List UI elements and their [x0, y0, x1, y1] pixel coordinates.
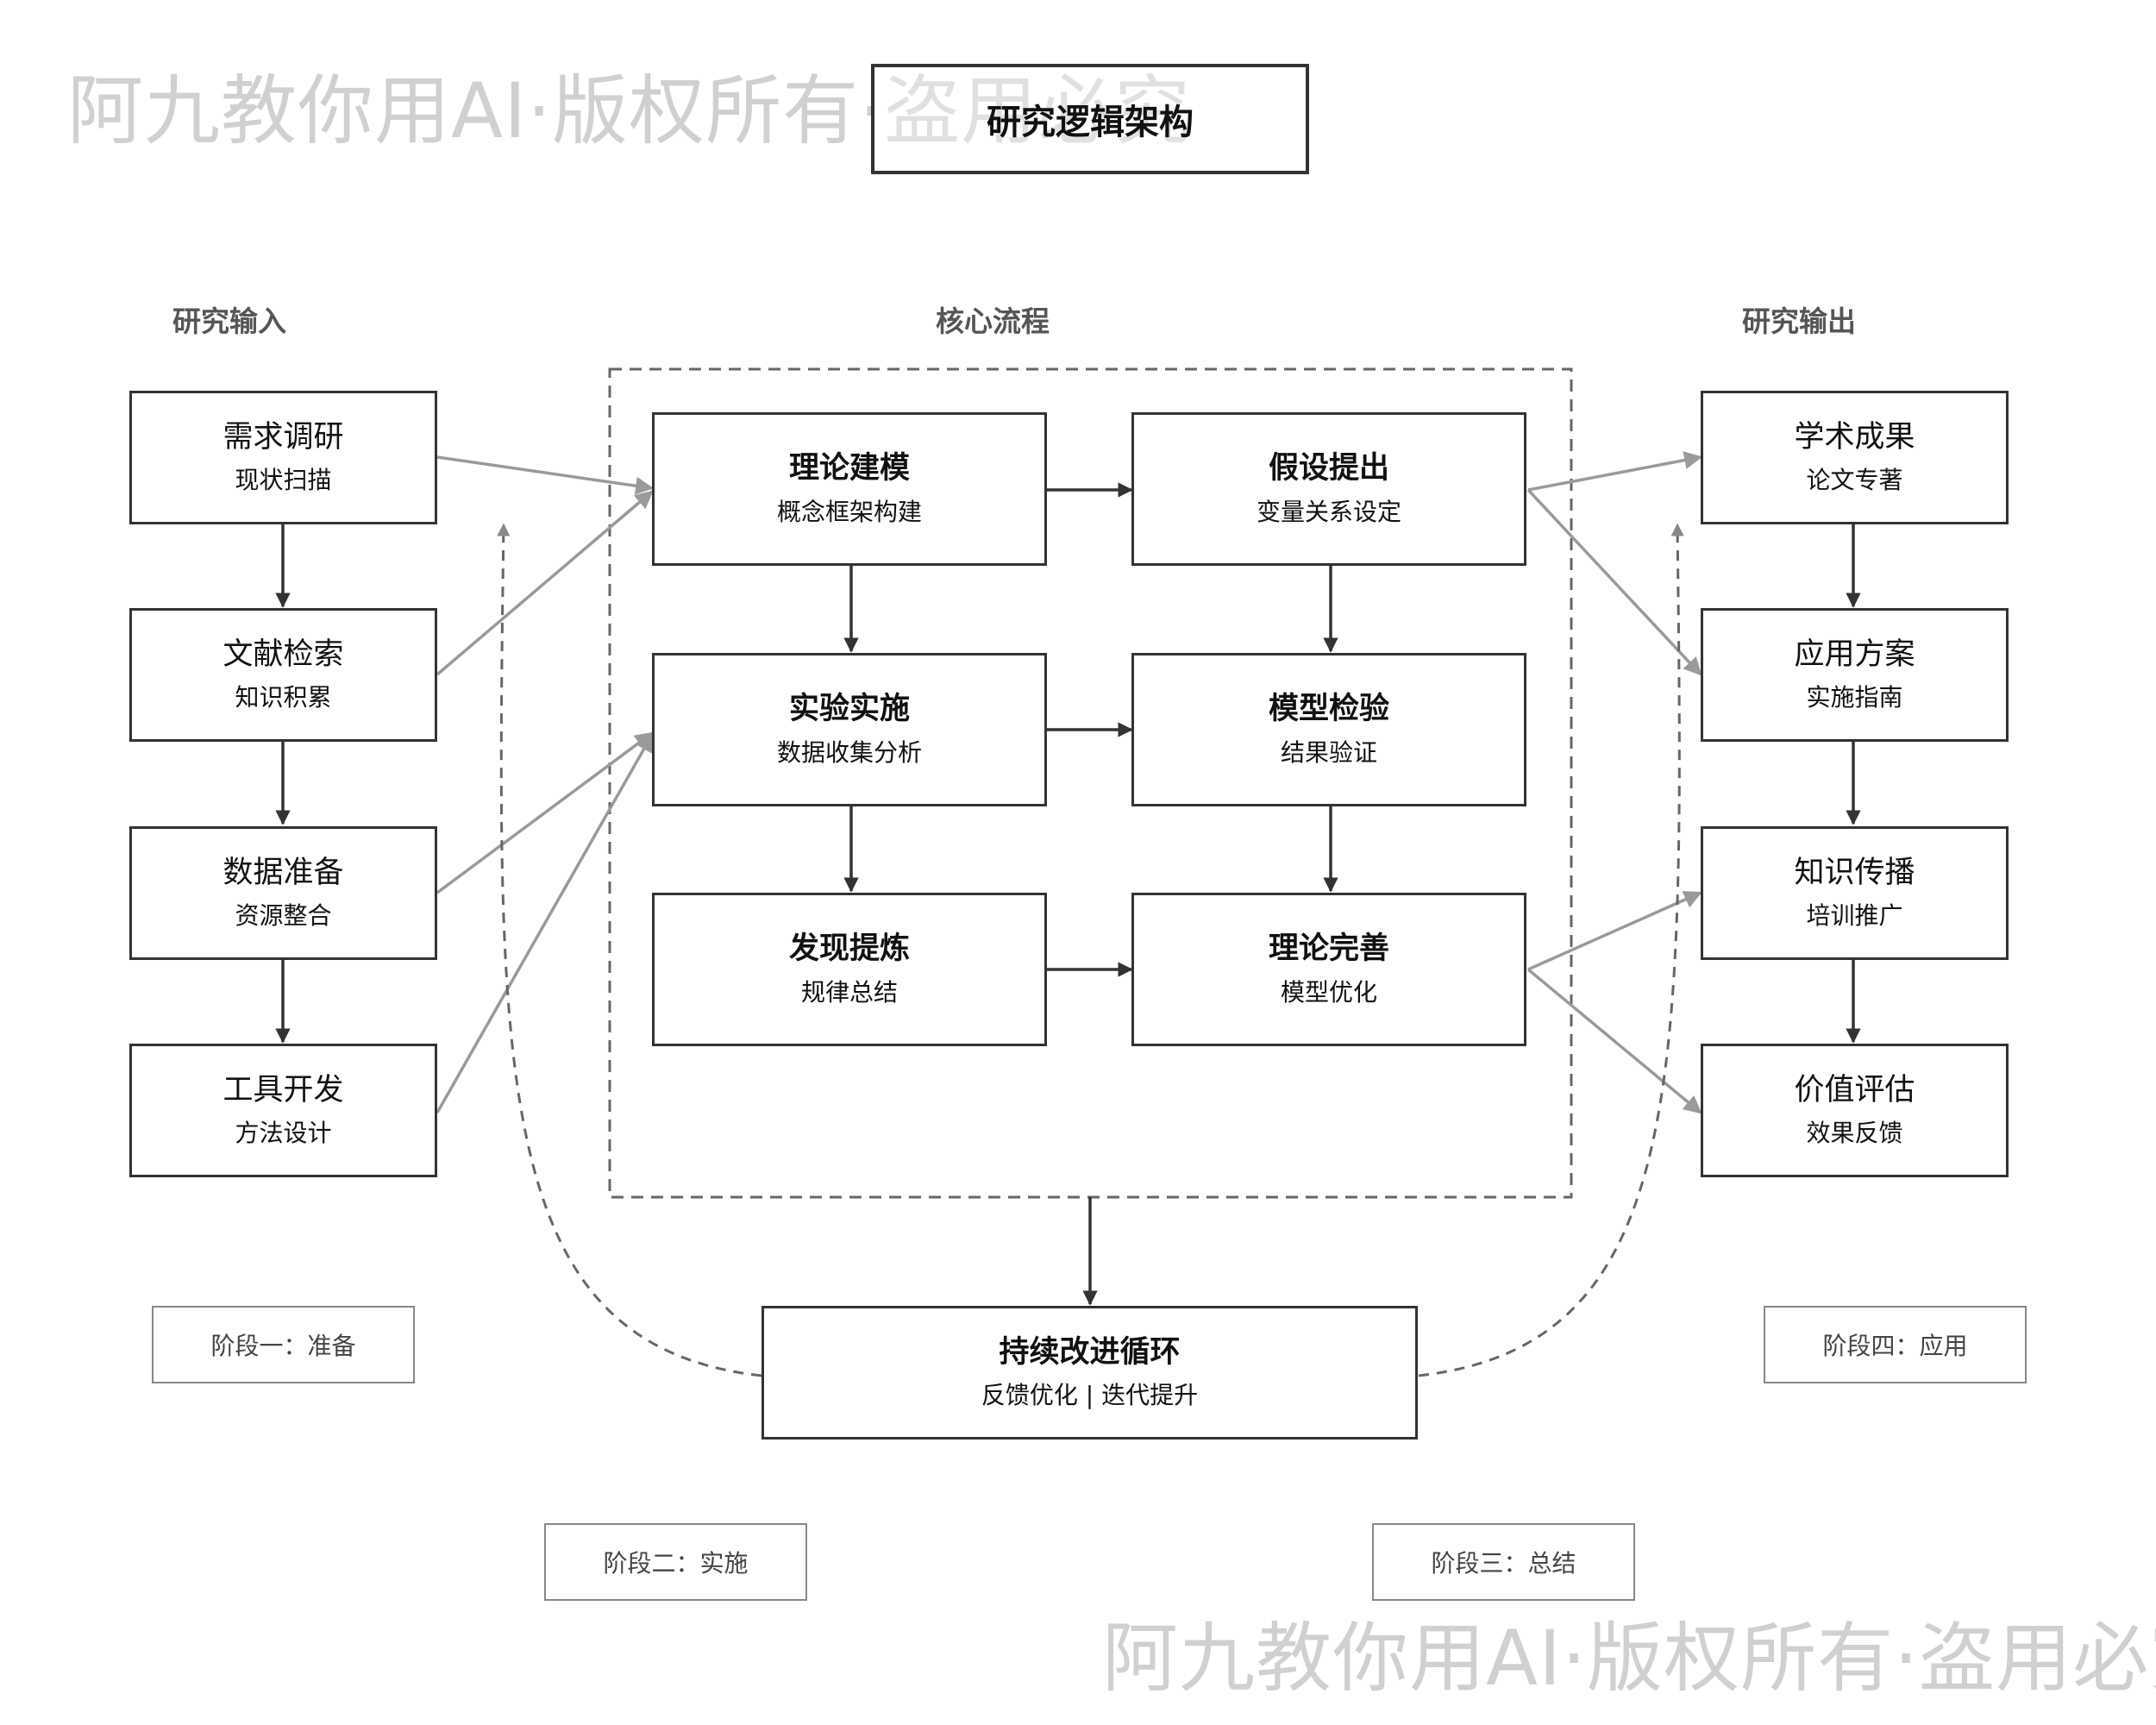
input-4-title: 工具开发	[222, 1072, 344, 1107]
input-3-subtitle: 资源整合	[235, 901, 332, 931]
core-box-modeling: 理论建模 概念框架构建	[652, 412, 1047, 566]
loop-title: 持续改进循环	[999, 1334, 1181, 1370]
column-header-output: 研究输出	[1742, 304, 1856, 338]
arrow-input4-to-experiment	[436, 733, 654, 1113]
arrow-input3-to-experiment	[436, 731, 654, 894]
column-header-core: 核心流程	[936, 304, 1050, 338]
output-4-subtitle: 效果反馈	[1806, 1119, 1903, 1148]
output-2-subtitle: 实施指南	[1806, 683, 1903, 712]
core-box-findings: 发现提炼 规律总结	[652, 893, 1047, 1046]
output-3-subtitle: 培训推广	[1806, 901, 1903, 931]
output-box-2: 应用方案 实施指南	[1701, 608, 2009, 742]
output-box-4: 价值评估 效果反馈	[1701, 1044, 2009, 1177]
diagram-title: 研究逻辑架构	[871, 64, 1309, 174]
output-box-1: 学术成果 论文专著	[1701, 391, 2009, 524]
loop-box: 持续改进循环 反馈优化 | 迭代提升	[761, 1306, 1418, 1440]
output-2-title: 应用方案	[1794, 637, 1915, 672]
input-1-title: 需求调研	[222, 419, 344, 455]
core-4-title: 模型检验	[1268, 692, 1389, 727]
core-box-validation: 模型检验 结果验证	[1131, 653, 1526, 806]
core-2-subtitle: 变量关系设定	[1256, 497, 1401, 526]
input-2-subtitle: 知识积累	[235, 683, 332, 712]
core-5-title: 发现提炼	[788, 932, 910, 967]
core-1-title: 理论建模	[788, 451, 910, 486]
stage-label-1: 阶段一：准备	[152, 1306, 415, 1383]
input-box-3: 数据准备 资源整合	[129, 826, 437, 960]
stage-label-2: 阶段二：实施	[544, 1523, 807, 1601]
arrow-hypothesis-to-output2	[1526, 488, 1702, 676]
core-1-subtitle: 概念框架构建	[776, 497, 922, 526]
input-3-title: 数据准备	[222, 855, 344, 890]
output-1-title: 学术成果	[1794, 419, 1915, 455]
core-box-hypothesis: 假设提出 变量关系设定	[1131, 412, 1526, 566]
output-1-subtitle: 论文专著	[1806, 466, 1903, 495]
stage-label-3: 阶段三：总结	[1372, 1523, 1635, 1601]
core-2-title: 假设提出	[1268, 451, 1389, 486]
input-box-4: 工具开发 方法设计	[129, 1044, 437, 1177]
feedback-curve-left	[497, 523, 762, 1377]
loop-subtitle: 反馈优化 | 迭代提升	[981, 1381, 1199, 1410]
input-2-title: 文献检索	[222, 637, 344, 672]
input-1-subtitle: 现状扫描	[235, 466, 332, 495]
core-6-subtitle: 模型优化	[1280, 977, 1377, 1007]
arrow-refine-to-output3	[1527, 891, 1702, 971]
core-6-title: 理论完善	[1268, 932, 1389, 967]
arrow-input2-to-modeling	[436, 490, 654, 676]
core-5-subtitle: 规律总结	[800, 977, 898, 1007]
watermark-bottom: 阿九教你用AI·版权所有·盗用必究	[1102, 1614, 2156, 1703]
feedback-curve-right	[1418, 523, 1684, 1377]
arrow-input1-to-modeling	[436, 455, 655, 495]
input-box-1: 需求调研 现状扫描	[129, 391, 437, 524]
output-4-title: 价值评估	[1794, 1072, 1915, 1107]
column-header-input: 研究输入	[172, 304, 286, 338]
core-3-subtitle: 数据收集分析	[776, 737, 922, 767]
stage-label-4: 阶段四：应用	[1764, 1306, 2027, 1383]
output-3-title: 知识传播	[1794, 855, 1915, 890]
arrow-refine-to-output4	[1526, 968, 1702, 1114]
core-box-refinement: 理论完善 模型优化	[1131, 893, 1526, 1046]
arrow-hypothesis-to-output1	[1527, 451, 1703, 492]
input-4-subtitle: 方法设计	[235, 1119, 332, 1148]
watermark-top: 阿九教你用AI·版权所有·盗用必究	[67, 66, 1192, 155]
core-3-title: 实验实施	[788, 692, 910, 727]
output-box-3: 知识传播 培训推广	[1701, 826, 2009, 960]
core-box-experiment: 实验实施 数据收集分析	[652, 653, 1047, 806]
input-box-2: 文献检索 知识积累	[129, 608, 437, 742]
core-4-subtitle: 结果验证	[1280, 737, 1377, 767]
